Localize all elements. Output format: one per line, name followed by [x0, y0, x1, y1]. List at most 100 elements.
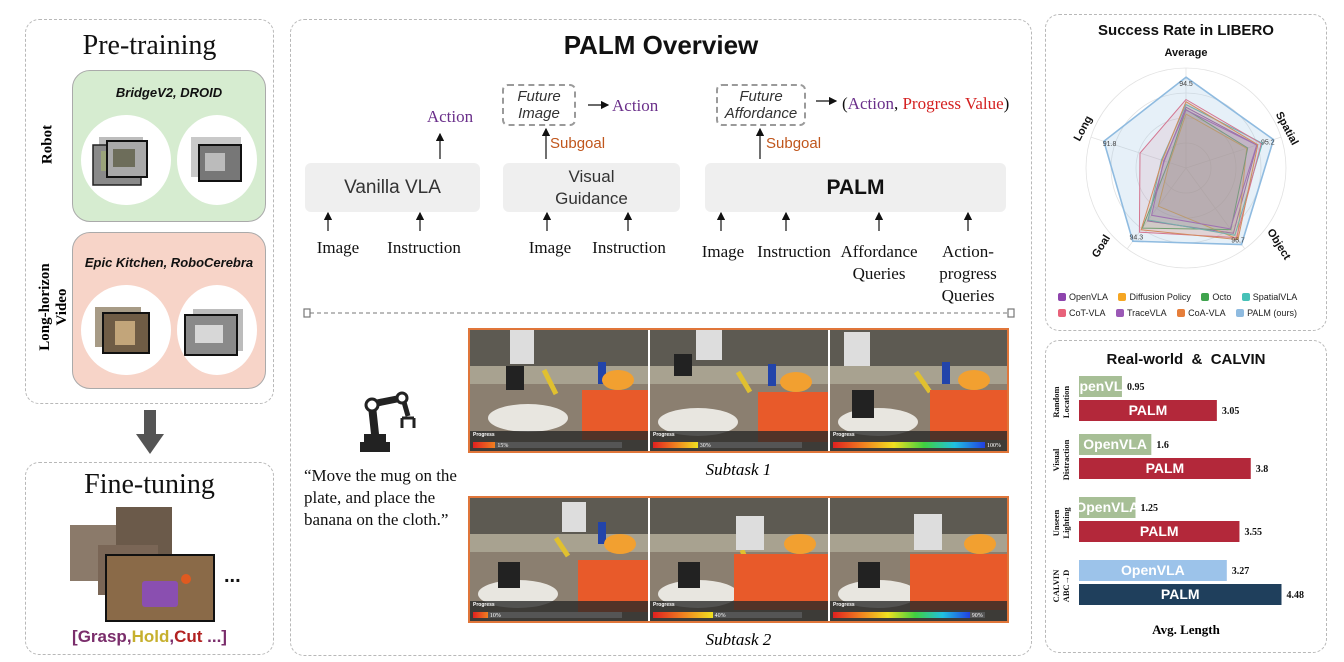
skill-tags: [Grasp,Hold,Cut ...] [26, 627, 273, 647]
future-affordance-label: Future Affordance [724, 88, 798, 122]
radar-legend-row: OpenVLA Diffusion Policy Octo SpatialVLA [1058, 290, 1320, 304]
progress-track [653, 612, 802, 618]
bar-category-word: CALVIN [1051, 569, 1061, 603]
radar-axis-label: Long [1072, 114, 1095, 143]
legend-swatch [1201, 293, 1210, 301]
skill-tag-comma: , [169, 627, 175, 646]
vanilla-input-instruction: Instruction [387, 238, 461, 257]
radar-title: Success Rate in LIBERO [1098, 22, 1274, 39]
bar-value-label: 1.6 [1156, 440, 1169, 451]
palm-output-sep: , [893, 94, 903, 113]
progress-value: 40% [714, 613, 726, 619]
radar-value-label: 95.2 [1261, 139, 1275, 146]
palm-output-progress: Progress Value [902, 94, 1004, 113]
legend-spatialvla: SpatialVLA [1241, 290, 1298, 304]
bar-openvla [1079, 376, 1122, 397]
bar-value-label: 3.27 [1232, 566, 1250, 577]
legend-label: Octo [1212, 292, 1232, 302]
bar-value-label: 3.05 [1222, 406, 1240, 417]
visual-input-instruction: Instruction [592, 238, 666, 257]
visual-guidance-box: Visual Guidance [503, 163, 680, 212]
bar-chart-xlabel: Avg. Length [1152, 622, 1220, 637]
skill-tag-grasp: Grasp [77, 627, 127, 646]
bar-category-word: ABC→D [1061, 570, 1071, 603]
bar-series-label: PALM [1129, 402, 1168, 418]
legend-octo: Octo [1201, 290, 1231, 304]
radar-spoke [1185, 136, 1282, 169]
bar-series-label: PALM [1140, 523, 1179, 539]
bar-chart-title: Real-world & CALVIN [1106, 351, 1266, 368]
legend-cot-vla: CoT-VLA [1058, 306, 1106, 320]
bar-value-label: 1.25 [1141, 503, 1159, 514]
video-data-thumbnail [177, 285, 257, 375]
palm-input-action-progress-queries: Action-progress Queries [939, 242, 997, 305]
progress-track [653, 442, 802, 448]
vanilla-vla-box: Vanilla VLA [305, 163, 480, 212]
bar-series-label: OpenVLA [1069, 378, 1133, 394]
skill-tag-hold: Hold [131, 627, 170, 646]
bar-series-label: OpenVLA [1121, 562, 1185, 578]
bar-category-word: Random [1051, 386, 1061, 417]
vanilla-input-image: Image [316, 238, 360, 257]
radar-series-palm-ours- [1102, 76, 1275, 246]
future-image-label: Future Image [517, 88, 561, 122]
progress-label: Progress [833, 602, 855, 608]
bar-series-label: OpenVLA [1075, 499, 1139, 515]
radar-chart: AverageSpatialObjectGoalLong94.595.296.7… [1072, 47, 1300, 269]
robot-dataset-box: BridgeV2, DROID [72, 70, 266, 222]
palm-output-close: ) [1003, 94, 1010, 113]
legend-label: CoT-VLA [1069, 308, 1106, 318]
bar-category-word: Lighting [1061, 507, 1071, 539]
visual-subgoal: Subgoal [550, 135, 606, 152]
bar-openvla [1079, 560, 1227, 581]
legend-diffusion-policy: Diffusion Policy [1118, 290, 1191, 304]
progress-label: Progress [833, 432, 855, 438]
progress-label: Progress [653, 602, 675, 608]
legend-swatch [1058, 309, 1066, 317]
robot-arm-icon [360, 391, 416, 452]
robot-datasets-label: BridgeV2, DROID [115, 85, 223, 100]
bar-value-label: 4.48 [1286, 590, 1304, 601]
finetuning-title: Fine-tuning [84, 469, 215, 500]
palm-box-label: PALM [826, 175, 885, 199]
radar-spoke [1126, 167, 1187, 250]
palm-input-affordance-queries: Affordance Queries [840, 242, 918, 283]
progress-value: 10% [489, 613, 501, 619]
radar-value-label: 94.5 [1179, 81, 1193, 88]
bar-palm [1079, 458, 1251, 479]
legend-label: SpatialVLA [1252, 292, 1298, 302]
bar-series-label: PALM [1146, 460, 1185, 476]
bar-category-word: Unseen [1051, 510, 1061, 537]
palm-output-action: Action [847, 94, 894, 113]
subtask1-label: Subtask 1 [705, 460, 772, 479]
overview-title: PALM Overview [563, 30, 759, 60]
legend-openvla: OpenVLA [1058, 290, 1108, 304]
legend-swatch [1236, 309, 1245, 317]
radar-spoke [1090, 136, 1187, 169]
future-image-box: Future Image [502, 84, 576, 126]
radar-series-octo [1141, 108, 1249, 231]
overview-connectors [303, 96, 1015, 318]
bar-value-label: 3.8 [1256, 464, 1269, 475]
palm-subgoal: Subgoal [766, 135, 822, 152]
robot-label: Robot [39, 124, 56, 165]
bar-value-label: 0.95 [1127, 382, 1145, 393]
subtask2-frame-2: Progress 40% [650, 498, 828, 621]
video-label: Long-horizon Video [37, 263, 70, 351]
subtask2-label: Subtask 2 [705, 630, 772, 649]
vanilla-output-action: Action [426, 107, 474, 126]
bar-palm [1079, 521, 1240, 542]
palm-input-image: Image [701, 242, 745, 261]
visual-guidance-label: Visual Guidance [555, 166, 628, 208]
legend-swatch [1241, 293, 1250, 301]
